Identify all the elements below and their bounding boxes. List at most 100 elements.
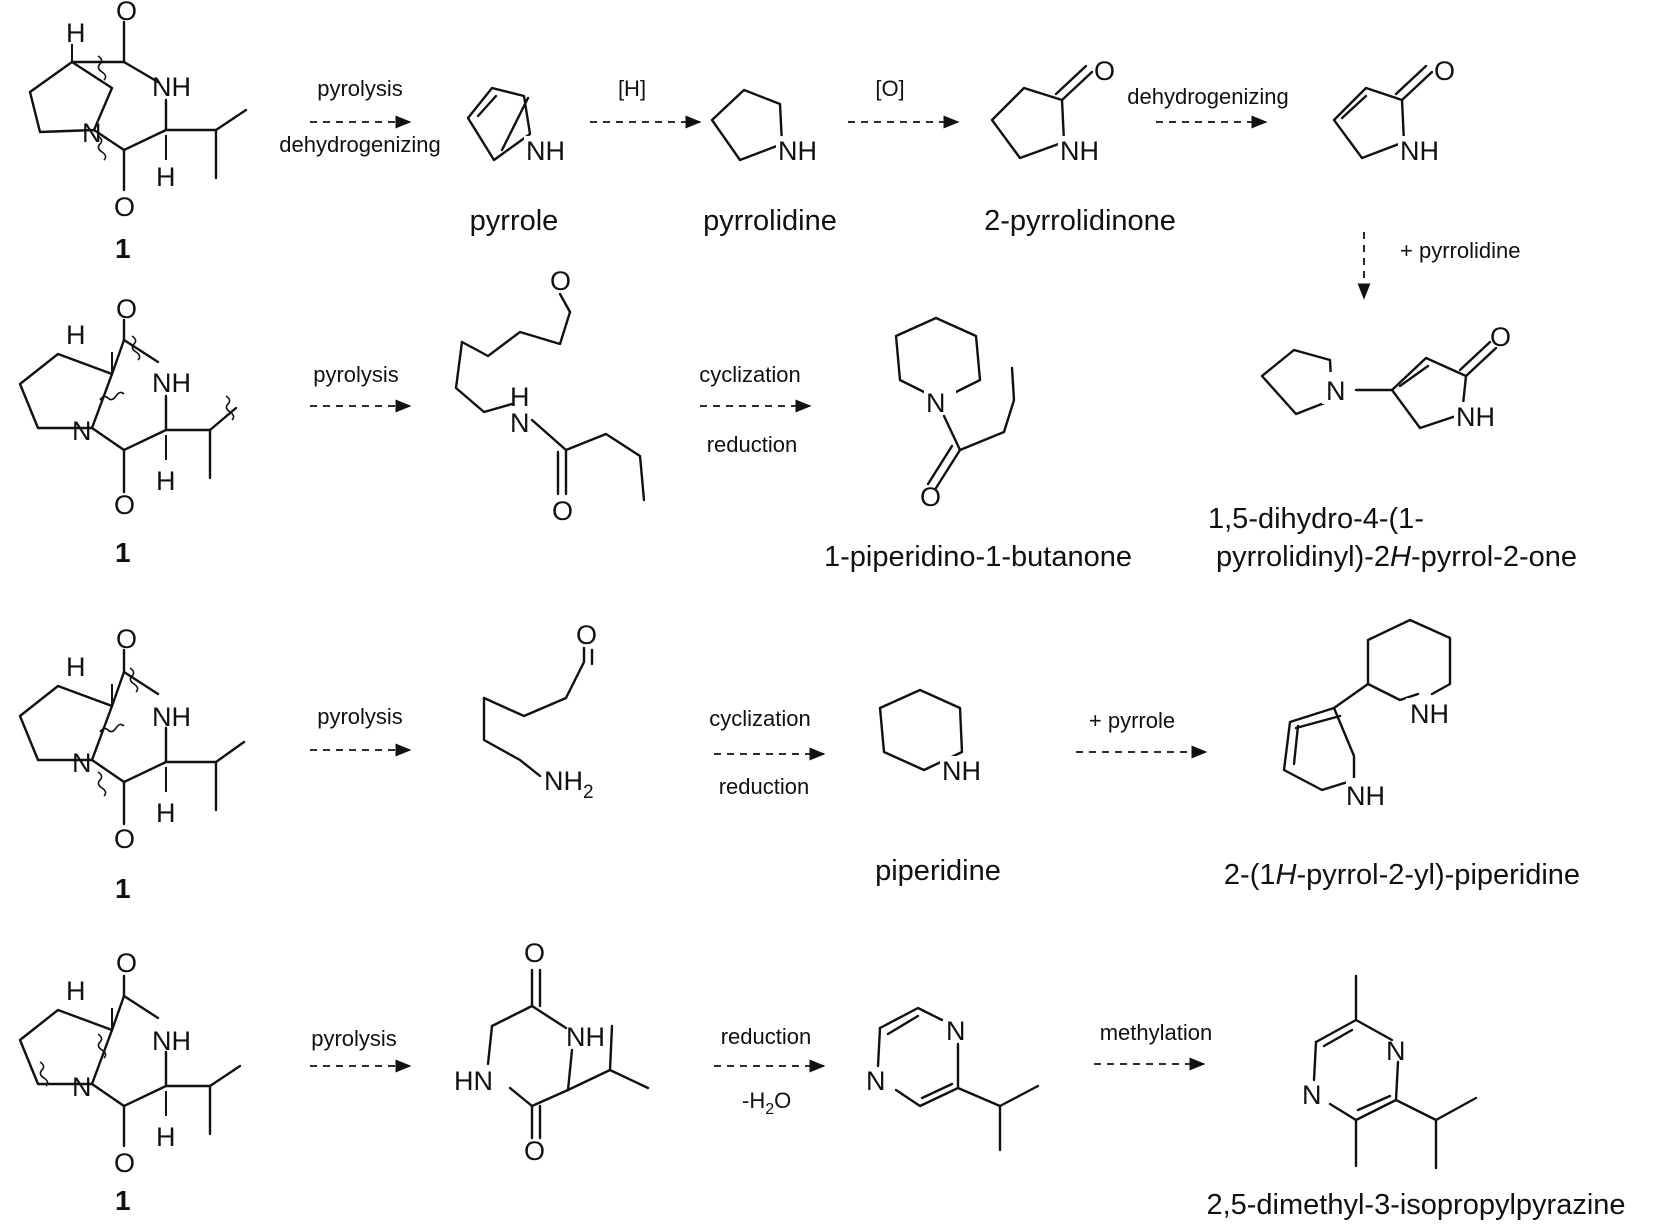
compound-number: 1 xyxy=(115,537,131,568)
condition-part: -H xyxy=(742,1088,765,1113)
product-name: piperidine xyxy=(875,855,1001,887)
dimethylisopropylpyrazine-structure: N N 2,5-dimethyl-3-isopropylpyrazine xyxy=(1206,974,1626,1221)
atom-hn: HN xyxy=(454,1066,493,1096)
arrow-down-plus-pyrrolidine: + pyrrolidine xyxy=(1357,232,1520,300)
piperidinobutanone-structure: N O 1-piperidino-1-butanone xyxy=(824,316,1132,573)
atom-h: H xyxy=(156,798,176,828)
atom-n: N xyxy=(72,1072,92,1102)
arrow-r4-methylation: methylation xyxy=(1094,1020,1213,1071)
product-name-italic: H xyxy=(1275,859,1296,891)
atom-o: O xyxy=(116,948,137,978)
condition-label: pyrolysis xyxy=(311,1026,397,1051)
atom-nh: NH xyxy=(1456,402,1495,432)
condition-part: O xyxy=(774,1088,791,1113)
condition-label: methylation xyxy=(1100,1020,1213,1045)
atom-h: H xyxy=(156,466,176,496)
atom-h: H xyxy=(66,976,86,1006)
condition-label: [H] xyxy=(618,76,646,101)
atom-o: O xyxy=(114,192,135,222)
atom-o: O xyxy=(114,824,135,854)
atom-o: O xyxy=(552,496,573,526)
atom-o: O xyxy=(1490,322,1511,352)
compound-1-row3: H O NH N H O 1 xyxy=(18,624,246,904)
atom-nh: NH xyxy=(1400,136,1439,166)
atom-nh2-sub: 2 xyxy=(583,782,594,803)
atom-nh: NH xyxy=(152,702,191,732)
arrow-r4-pyrolysis: pyrolysis xyxy=(310,1026,412,1073)
arrow-r4-reduction: reduction -H2O xyxy=(714,1024,826,1118)
atom-n: N xyxy=(926,388,946,418)
compound-number: 1 xyxy=(115,873,131,904)
atom-o: O xyxy=(114,490,135,520)
condition-label: cyclization xyxy=(709,706,810,731)
atom-n: N xyxy=(72,748,92,778)
atom-nh: NH xyxy=(1410,699,1449,729)
atom-h: H xyxy=(66,652,86,682)
condition-label: dehydrogenizing xyxy=(1127,84,1288,109)
piperidine-structure: NH piperidine xyxy=(875,688,1001,887)
atom-o: O xyxy=(524,1136,545,1166)
compound-1-row2: H O NH N H O 1 xyxy=(18,294,238,568)
condition-label: pyrolysis xyxy=(317,76,403,101)
condition-label: pyrolysis xyxy=(313,362,399,387)
arrow-r2-pyrolysis: pyrolysis xyxy=(310,362,412,413)
condition-label: reduction xyxy=(721,1024,812,1049)
product-name: 2,5-dimethyl-3-isopropylpyrazine xyxy=(1206,1189,1625,1221)
atom-nh2: NH2 xyxy=(544,766,594,803)
atom-nh2-main: NH xyxy=(544,766,583,796)
condition-label: reduction xyxy=(707,432,798,457)
compound-1-row1: H O NH N H O 1 xyxy=(28,0,248,264)
pyrrolidinyl-pyrrolone-structure: N NH O 1,5-dihydro-4-(1- pyrrolidinyl)-2… xyxy=(1208,322,1577,573)
product-name-line2: pyrrolidinyl)-2H-pyrrol-2-one xyxy=(1216,541,1577,573)
atom-h: H xyxy=(510,382,530,412)
product-name: 2-(1H-pyrrol-2-yl)-piperidine xyxy=(1224,859,1580,891)
arrow-r1-h: [H] xyxy=(590,76,702,129)
atom-nh: NH xyxy=(152,1026,191,1056)
arrow-r3-pyrrole: + pyrrole xyxy=(1076,708,1208,759)
product-name-part: 2-(1 xyxy=(1224,859,1276,891)
atom-nh: NH xyxy=(1060,136,1099,166)
compound-1-row4: H O NH N H O 1 xyxy=(18,948,242,1216)
condition-label: reduction xyxy=(719,774,810,799)
amide-aldehyde-structure: O H N O xyxy=(454,266,646,526)
pyrrole-structure: NH pyrrole xyxy=(466,86,576,237)
product-name-part: pyrrolidinyl)-2 xyxy=(1216,541,1390,573)
arrow-r1-pyrolysis: pyrolysis dehydrogenizing xyxy=(279,76,440,157)
condition-label: + pyrrole xyxy=(1089,708,1175,733)
atom-n: N xyxy=(510,408,530,438)
diketopiperazine-structure: O NH HN O xyxy=(454,938,650,1166)
atom-o: O xyxy=(1094,56,1115,86)
atom-o: O xyxy=(114,1148,135,1178)
atom-o: O xyxy=(116,624,137,654)
aminopentanal-structure: O NH2 xyxy=(482,620,597,803)
compound-number: 1 xyxy=(115,233,131,264)
atom-o: O xyxy=(116,0,137,26)
atom-n: N xyxy=(1302,1080,1322,1110)
pyrrolyl-piperidine-structure: NH NH 2-(1H-pyrrol-2-yl)-piperidine xyxy=(1224,618,1580,891)
product-name: 2-pyrrolidinone xyxy=(984,205,1176,237)
pyrrolidine-structure: NH pyrrolidine xyxy=(703,88,837,237)
condition-sub: 2 xyxy=(765,1101,774,1118)
atom-n: N xyxy=(82,118,102,148)
atom-h: H xyxy=(156,1122,176,1152)
atom-n: N xyxy=(72,416,92,446)
atom-o: O xyxy=(920,482,941,512)
atom-o: O xyxy=(576,620,597,650)
atom-o: O xyxy=(1434,56,1455,86)
arrow-r1-dehydrogenizing: dehydrogenizing xyxy=(1127,84,1289,129)
arrow-r3-cyclization: cyclization reduction xyxy=(709,706,826,799)
pyrrolidinone-structure: NH O 2-pyrrolidinone xyxy=(984,56,1176,237)
condition-label: [O] xyxy=(875,76,904,101)
atom-o: O xyxy=(524,938,545,968)
atom-nh: NH xyxy=(152,72,191,102)
product-name: pyrrole xyxy=(470,205,559,237)
product-name-italic: H xyxy=(1390,541,1411,573)
pyrrolone-structure: NH O xyxy=(1332,56,1455,166)
atom-h: H xyxy=(156,162,176,192)
arrow-r3-pyrolysis: pyrolysis xyxy=(310,704,412,757)
atom-nh: NH xyxy=(152,368,191,398)
compound-number: 1 xyxy=(115,1185,131,1216)
product-name: pyrrolidine xyxy=(703,205,837,237)
atom-nh: NH xyxy=(1346,781,1385,811)
atom-n: N xyxy=(946,1016,966,1046)
